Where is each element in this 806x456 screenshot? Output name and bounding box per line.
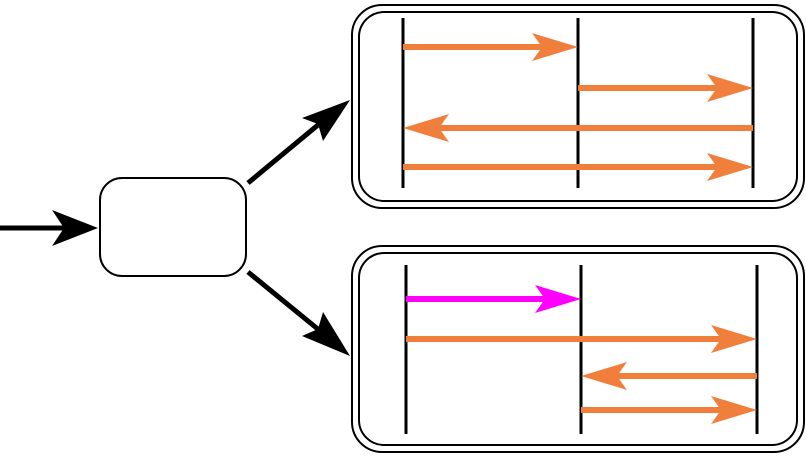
message-arrow bbox=[581, 362, 757, 390]
message-arrow bbox=[578, 74, 753, 102]
input-arrow bbox=[0, 210, 98, 246]
message-arrow bbox=[403, 114, 753, 142]
branch-arrow-top bbox=[246, 100, 350, 185]
message-arrow bbox=[406, 285, 581, 313]
message-arrow bbox=[581, 396, 757, 424]
message-arrow bbox=[403, 33, 578, 61]
message-arrow bbox=[403, 153, 753, 181]
panel-bottom bbox=[351, 245, 805, 453]
message-arrow bbox=[406, 325, 757, 353]
panel-top bbox=[351, 4, 805, 209]
source-box bbox=[99, 177, 247, 277]
branch-arrow-bottom bbox=[246, 270, 350, 356]
